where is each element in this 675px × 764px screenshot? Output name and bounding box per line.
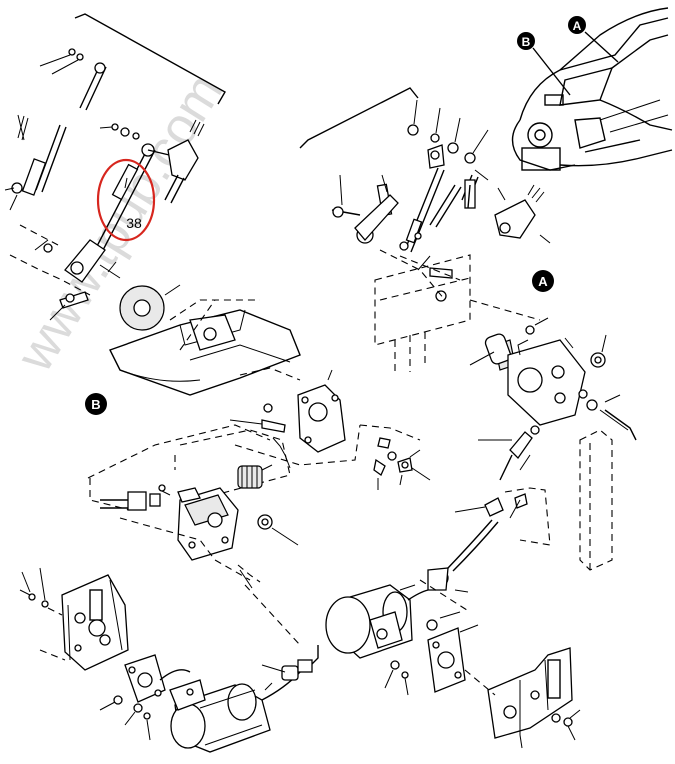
right-middle-assembly [469,317,637,571]
cable-fitting [427,425,551,593]
upper-left-linkage [4,13,226,321]
lower-left-motor-assembly [19,567,319,753]
helicopter-inset: A B [511,7,673,171]
upper-right-linkage [299,87,551,302]
detail-a-letter: A [538,274,548,289]
lower-right-motor-assembly [325,579,581,749]
detail-b-letter: B [91,397,100,412]
center-detail-bracket [229,369,431,490]
item-number-38: 38 [126,215,142,231]
structure-panel-a [374,254,541,375]
left-actuator-detail [87,424,299,589]
callout-a-inset: A [573,19,582,33]
detail-a-label: A [532,270,554,292]
detail-b-label: B [85,393,107,415]
center-housing [109,284,301,396]
callout-38: 38 [96,158,156,242]
callout-b-inset: B [522,35,531,49]
